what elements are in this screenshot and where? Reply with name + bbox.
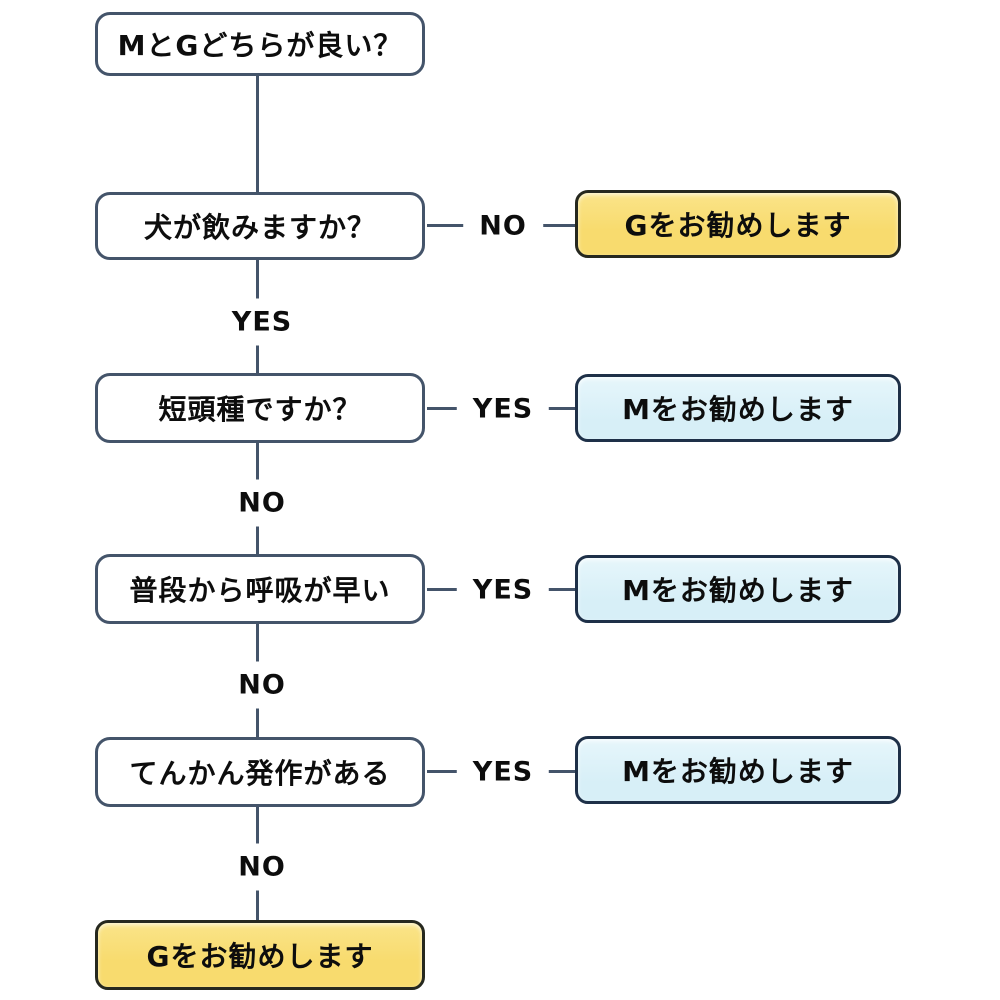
connector-q1-q2 [256,76,259,192]
node-result-recommend-g-final: Gをお勧めします [95,920,425,990]
edge-label-yes-q3-r2: YES [456,387,550,431]
edge-label-no-q4-q5: NO [226,661,298,709]
node-result-recommend-m-1: Mをお勧めします [575,374,901,442]
node-question-dog-drinks: 犬が飲みますか？ [95,192,425,260]
node-question-brachycephalic: 短頭種ですか？ [95,373,425,443]
edge-label-no-q3-q4: NO [226,479,298,527]
node-result-recommend-m-3: Mをお勧めします [575,736,901,804]
edge-label-yes-q2-q3: YES [219,298,305,346]
edge-label-no-q2-r1: NO [463,204,543,248]
node-question-epileptic-seizure: てんかん発作がある [95,737,425,807]
edge-label-yes-q4-r3: YES [456,568,550,612]
node-result-recommend-m-2: Mをお勧めします [575,555,901,623]
edge-label-yes-q5-r4: YES [456,750,550,794]
node-question-fast-breathing: 普段から呼吸が早い [95,554,425,624]
edge-label-no-q5-r5: NO [226,843,298,891]
node-result-recommend-g-1: Gをお勧めします [575,190,901,258]
node-question-which-m-or-g: MとGどちらが良い？ [95,12,425,76]
